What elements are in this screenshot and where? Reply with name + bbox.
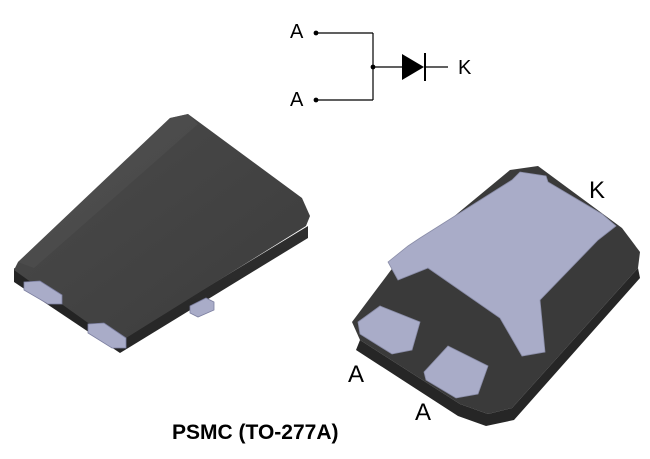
package-side-wall-right [120, 226, 308, 353]
cathode-pad [387, 171, 617, 357]
pin-right [189, 297, 215, 318]
package-top-pins [23, 280, 215, 349]
pin-middle [87, 322, 127, 349]
package-top-view [14, 114, 310, 353]
junction-dot [370, 64, 376, 70]
anode-bottom-terminal-dot [313, 97, 319, 103]
bottom-body-side [356, 268, 640, 426]
schematic-wires [316, 32, 448, 101]
pin-left [23, 280, 63, 305]
schematic-cathode-label: K [458, 57, 472, 79]
package-top-bevel [18, 114, 198, 268]
bottom-anode-left-label: A [348, 361, 364, 388]
diode-schematic: A A K [290, 21, 472, 111]
package-name-caption: PSMC (TO-277A) [172, 421, 339, 444]
schematic-anode-bottom-label: A [290, 89, 304, 111]
anode-pad-right [423, 345, 489, 399]
diode-triangle-icon [402, 54, 424, 80]
package-top-face [14, 114, 310, 340]
anode-pad-left [357, 305, 421, 355]
anode-top-terminal-dot [313, 30, 319, 36]
bottom-cathode-label: K [589, 177, 605, 204]
schematic-anode-top-label: A [290, 21, 304, 43]
package-bottom-view: K A A [348, 166, 640, 426]
bottom-anode-right-label: A [415, 399, 431, 426]
